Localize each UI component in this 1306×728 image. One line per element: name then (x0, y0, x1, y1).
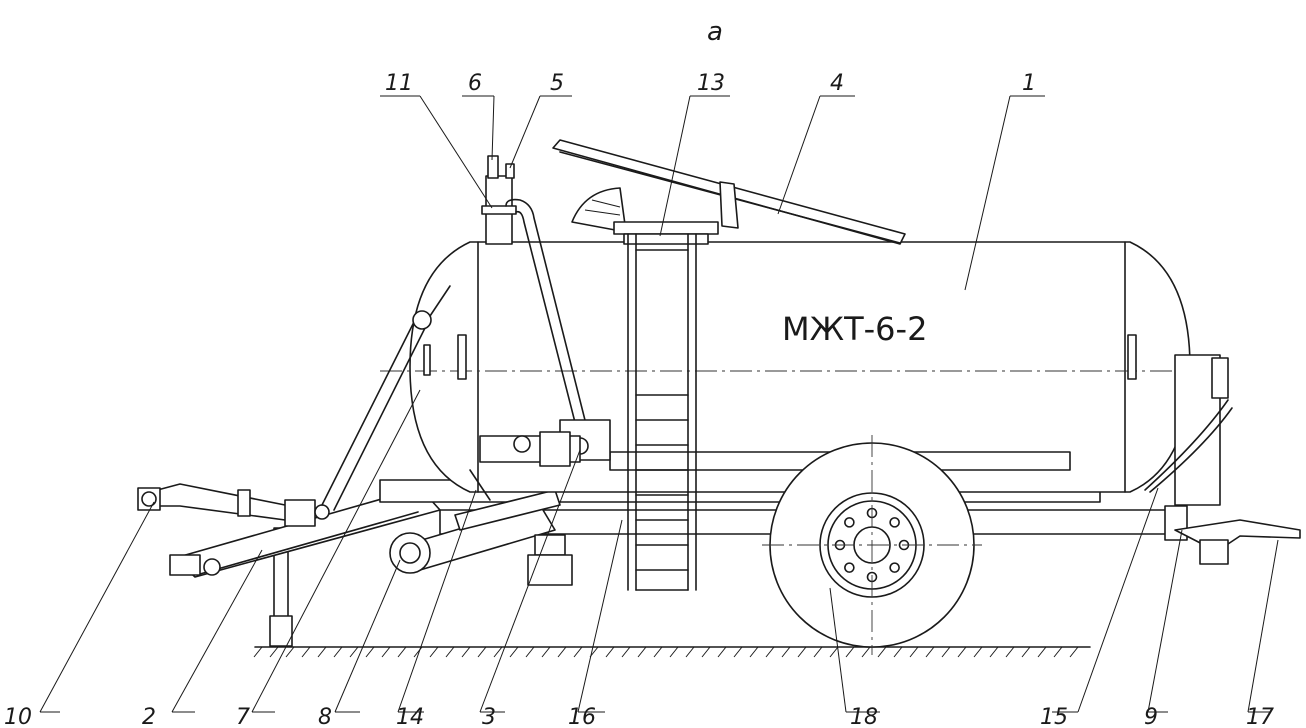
callout-labels: 11 6 5 13 4 1 10 2 7 8 14 3 16 18 15 9 1… (4, 71, 1274, 728)
manhole-hatch (613, 221, 719, 245)
loading-boom (552, 139, 906, 245)
front-braces (321, 285, 491, 511)
callout-18: 18 (850, 705, 878, 728)
callout-leaders (39, 95, 1279, 713)
tank-marking: МЖТ-6-2 (782, 310, 927, 348)
callout-16: 16 (568, 705, 596, 728)
callout-8: 8 (318, 705, 332, 728)
callout-11: 11 (385, 71, 413, 96)
callout-6: 6 (468, 71, 482, 96)
wheel (762, 435, 982, 655)
figure-label: а (707, 17, 723, 47)
ground-line (253, 646, 1091, 658)
filler-neck (481, 155, 517, 245)
callout-3: 3 (482, 705, 496, 728)
callout-5: 5 (550, 71, 564, 96)
callout-13: 13 (697, 71, 725, 96)
callout-4: 4 (830, 71, 844, 96)
callout-1: 1 (1022, 71, 1036, 96)
ladder (627, 233, 697, 591)
rear-hydraulic-block (1144, 354, 1233, 565)
callout-7: 7 (236, 705, 250, 728)
pto-shaft (137, 483, 330, 527)
pump-drive (479, 431, 581, 467)
callout-14: 14 (396, 705, 424, 728)
drawbar (169, 487, 441, 578)
callout-2: 2 (142, 705, 156, 728)
callout-10: 10 (4, 705, 32, 728)
discharge-valve (527, 534, 573, 586)
callout-9: 9 (1144, 705, 1158, 728)
suction-hose-arm (389, 489, 561, 574)
callout-15: 15 (1040, 705, 1068, 728)
callout-17: 17 (1246, 705, 1274, 728)
